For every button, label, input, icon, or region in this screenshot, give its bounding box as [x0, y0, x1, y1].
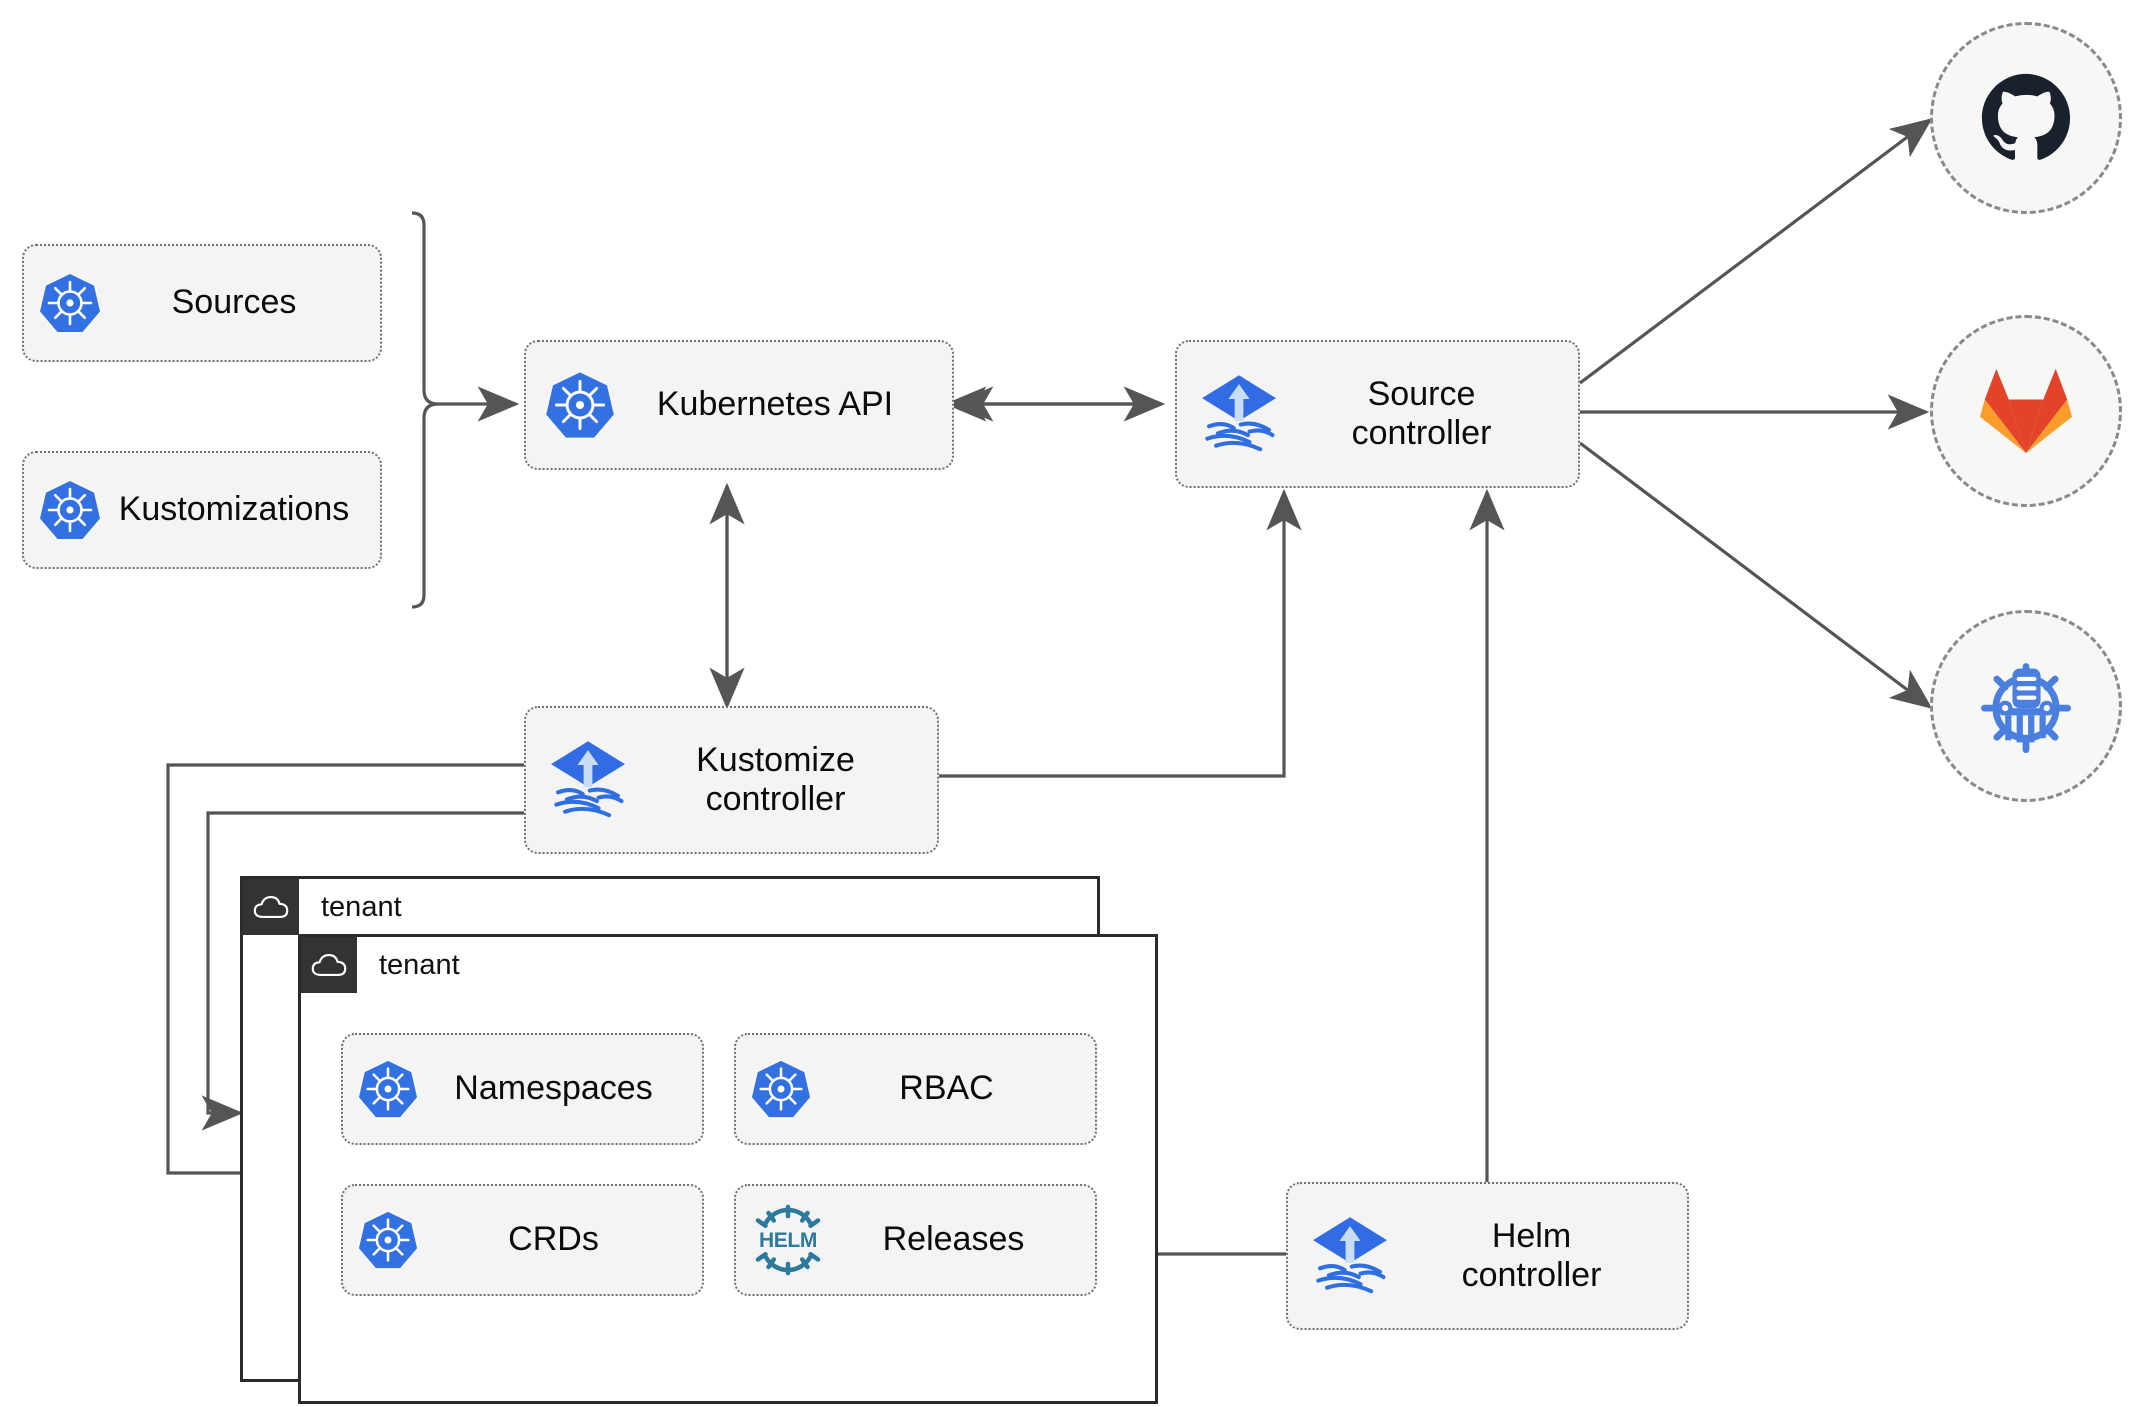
node-kustomize-controller[interactable]: Kustomize controller	[524, 706, 939, 854]
cloud-icon	[243, 879, 299, 935]
node-label: Helm controller	[1394, 1217, 1669, 1295]
node-kubernetes-api[interactable]: Kubernetes API	[524, 340, 954, 470]
node-label: Namespaces	[454, 1069, 653, 1108]
node-label-line2: controller	[1351, 414, 1492, 452]
gitlab-icon	[1980, 368, 2072, 454]
node-sources[interactable]: Sources	[22, 244, 382, 362]
node-releases[interactable]: HELM Releases	[734, 1184, 1097, 1296]
tenant-label: tenant	[379, 948, 460, 981]
cloud-icon	[301, 937, 357, 993]
node-label: Kustomize controller	[632, 741, 919, 819]
github-icon	[1981, 73, 2071, 160]
node-crds[interactable]: CRDs	[341, 1184, 704, 1296]
node-label: Releases	[882, 1220, 1025, 1259]
tenant-box-front[interactable]: tenant Namespaces	[298, 934, 1158, 1404]
flux-icon	[1306, 1212, 1394, 1300]
node-label: RBAC	[899, 1069, 994, 1108]
tenant-label: tenant	[321, 890, 402, 923]
node-label-line1: Source	[1367, 374, 1476, 413]
tenant-header: tenant	[243, 879, 402, 935]
node-label-line2: controller	[705, 780, 846, 818]
kubernetes-icon	[357, 1209, 419, 1271]
tenant-header: tenant	[301, 937, 460, 993]
svg-text:HELM: HELM	[759, 1229, 817, 1252]
node-rbac[interactable]: RBAC	[734, 1033, 1097, 1145]
kubernetes-icon	[750, 1058, 812, 1120]
kubernetes-icon	[38, 478, 102, 542]
node-namespaces[interactable]: Namespaces	[341, 1033, 704, 1145]
node-helm-controller[interactable]: Helm controller	[1286, 1182, 1689, 1330]
repo-github[interactable]	[1930, 22, 2122, 214]
node-source-controller[interactable]: Source controller	[1175, 340, 1580, 488]
helm-icon: HELM	[750, 1204, 826, 1276]
node-label: CRDs	[508, 1220, 599, 1259]
node-label: Kubernetes API	[656, 385, 894, 424]
flux-icon	[1195, 370, 1283, 458]
node-label-line2: controller	[1461, 1256, 1602, 1294]
node-label-line1: Kustomize	[696, 740, 855, 779]
node-label: Source controller	[1283, 375, 1560, 453]
kubernetes-icon	[357, 1058, 419, 1120]
flux-icon	[544, 736, 632, 824]
repo-gitlab[interactable]	[1930, 315, 2122, 507]
node-label-line1: Helm	[1491, 1216, 1572, 1255]
node-kustomizations[interactable]: Kustomizations	[22, 451, 382, 569]
repo-helm-repository[interactable]	[1930, 610, 2122, 802]
helm-repository-icon	[1981, 663, 2071, 754]
node-label: Kustomizations	[118, 490, 350, 529]
kubernetes-icon	[38, 271, 102, 335]
kubernetes-icon	[544, 369, 616, 441]
node-label: Sources	[171, 283, 297, 322]
